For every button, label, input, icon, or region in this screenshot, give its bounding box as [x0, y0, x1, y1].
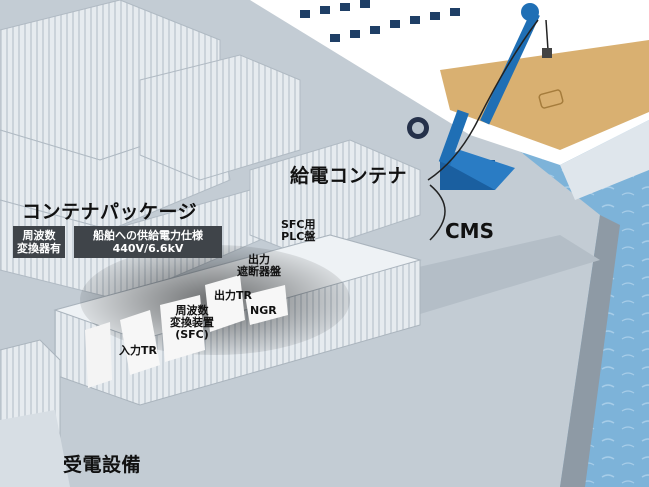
ship: [250, 0, 649, 200]
badge-frequency-converter-line1: 周波数: [22, 229, 56, 242]
cable-crane: [407, 3, 552, 241]
label-sfc-line2: 変換装置: [170, 316, 214, 329]
badge-frequency-converter-line2: 変換器有: [17, 242, 61, 255]
label-sfc-plc-panel-line2: PLC盤: [281, 230, 316, 243]
badge-ship-supply-spec-line1: 船舶への供給電力仕様: [93, 229, 203, 242]
label-sfc: 周波数 変換装置 (SFC): [170, 305, 214, 341]
receiving-equipment: [0, 339, 70, 487]
label-output-breaker-line2: 遮断器盤: [237, 265, 281, 278]
label-input-tr: 入力TR: [119, 344, 157, 357]
label-output-tr: 出力TR: [214, 289, 252, 302]
label-sfc-plc-panel: SFC用 PLC盤: [281, 219, 316, 243]
badge-ship-supply-spec-line2: 440V/6.6kV: [112, 242, 184, 255]
label-ngr: NGR: [250, 304, 277, 317]
label-output-breaker-line1: 出力: [248, 253, 270, 266]
badge-ship-supply-spec: 船舶への供給電力仕様 440V/6.6kV: [74, 226, 222, 258]
label-sfc-line3: (SFC): [175, 328, 209, 341]
label-power-container: 給電コンテナ: [290, 165, 408, 187]
label-output-breaker-panel: 出力 遮断器盤: [237, 254, 281, 278]
label-receiving-equipment: 受電設備: [63, 454, 142, 476]
container-package: [53, 234, 422, 406]
label-sfc-plc-panel-line1: SFC用: [281, 218, 316, 231]
label-cms: CMS: [445, 219, 494, 243]
badge-frequency-converter: 周波数 変換器有: [13, 226, 65, 258]
label-container-package: コンテナパッケージ: [22, 201, 198, 223]
label-sfc-line1: 周波数: [175, 304, 209, 317]
quay-edge: [560, 215, 620, 487]
